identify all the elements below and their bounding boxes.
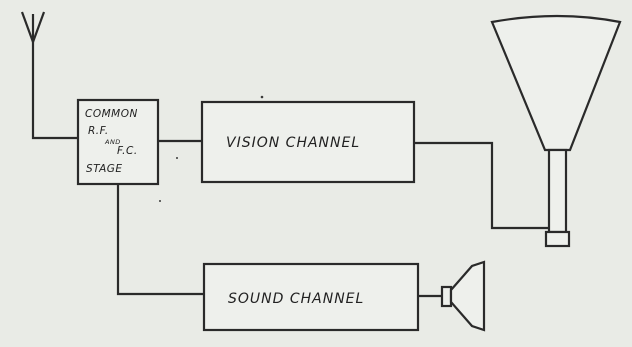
vision-channel-block: VISION CHANNEL xyxy=(200,100,416,184)
vision-to-crt-wire xyxy=(414,141,552,230)
common-stage-label-line1: COMMON xyxy=(85,108,138,120)
common-rf-fc-stage-block: COMMON R.F. AND F.C. STAGE xyxy=(76,98,160,186)
common-stage-label-line4: F.C. xyxy=(117,145,138,157)
common-stage-label-line2: R.F. xyxy=(88,125,109,137)
common-stage-label-line3: AND xyxy=(104,138,121,146)
print-speck xyxy=(159,200,161,202)
sound-channel-block: SOUND CHANNEL xyxy=(202,262,420,332)
cathode-ray-tube-icon xyxy=(490,14,622,248)
antenna-feed-wire xyxy=(31,42,80,140)
sound-channel-label: SOUND CHANNEL xyxy=(228,291,364,307)
antenna-icon xyxy=(20,11,80,140)
vision-channel-label: VISION CHANNEL xyxy=(226,135,360,151)
print-speck xyxy=(260,95,264,99)
common-to-sound-wire xyxy=(116,184,204,296)
common-stage-label-line5: STAGE xyxy=(86,163,123,175)
print-speck xyxy=(176,157,178,159)
loudspeaker-icon xyxy=(440,260,486,332)
